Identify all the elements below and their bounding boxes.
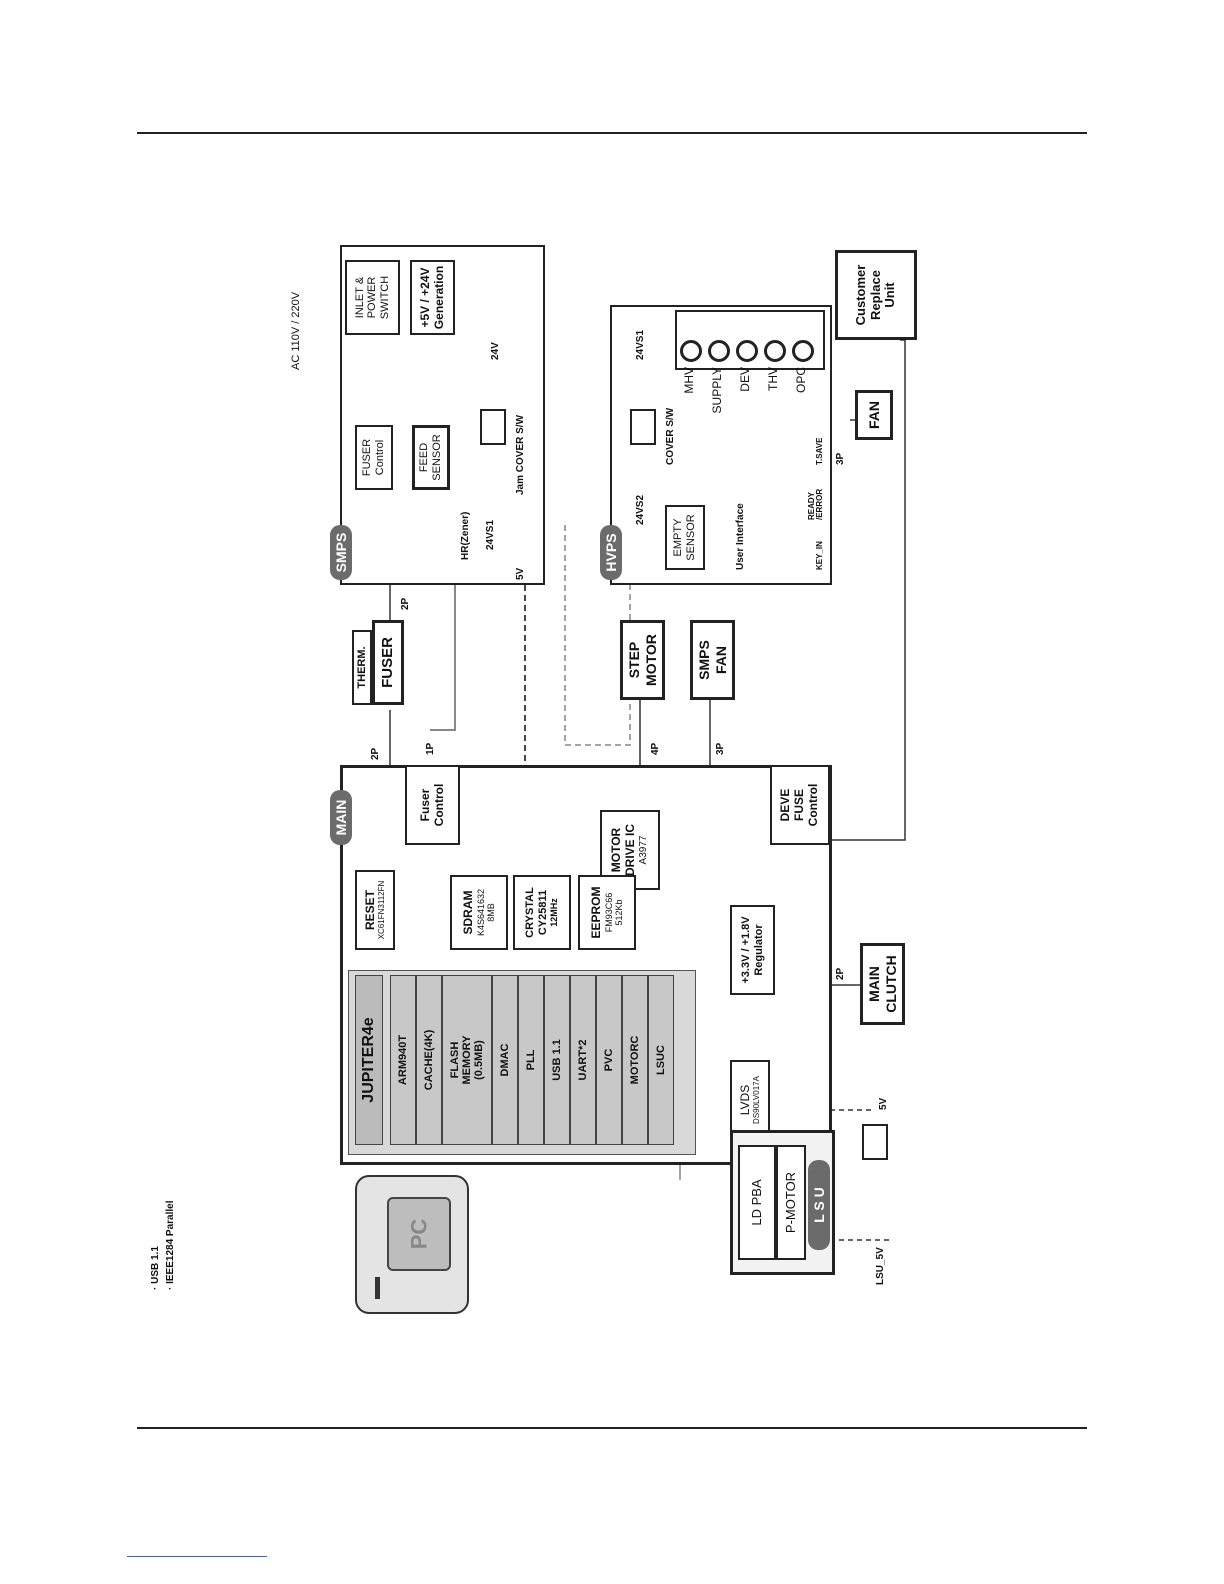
- crystal-box: CRYSTAL CY25811 12MHz: [513, 875, 571, 950]
- ac-input-label: AC 110V / 220V: [290, 291, 302, 370]
- main-tag: MAIN: [330, 790, 352, 845]
- fan-box: FAN: [855, 390, 893, 440]
- hvps-tag: HVPS: [600, 525, 622, 580]
- lvds-box: LVDS DS90LV017A: [730, 1060, 770, 1140]
- fan-pins: 3P: [835, 452, 846, 465]
- hr-zener-label: HR(Zener): [460, 511, 471, 560]
- lvds-part: DS90LV017A: [752, 1076, 762, 1124]
- pc-drive-slot: [375, 1277, 380, 1299]
- main-clutch-box: MAIN CLUTCH: [860, 943, 905, 1025]
- main-5v-out: 5V: [878, 1097, 889, 1110]
- hvps-output-label: OPC: [794, 367, 808, 394]
- smps-24v: 24V: [490, 342, 501, 360]
- lsu-5v-label: LSU_5V: [875, 1247, 886, 1285]
- sdram-box: SDRAM K4S641632 8MB: [450, 875, 508, 950]
- soc-block: PLL: [518, 975, 544, 1145]
- ld-pba-box: LD PBA: [738, 1145, 776, 1260]
- smps-fan-box: SMPS FAN: [690, 620, 735, 700]
- pc-monitor-screen: PC: [387, 1197, 451, 1271]
- deve-fuse-control: DEVE FUSE Control: [770, 765, 830, 845]
- pc-computer: PC: [355, 1175, 469, 1314]
- motor-drive-part: A3977: [638, 835, 650, 865]
- step-motor-pins: 4P: [650, 742, 661, 755]
- smps-inlet-switch: INLET & POWER SWITCH: [345, 260, 400, 335]
- soc-block: UART*2: [570, 975, 596, 1145]
- fuser-2p: 2P: [400, 597, 411, 610]
- soc-block: CACHE(4K): [416, 975, 442, 1145]
- smps-24vs1: 24VS1: [485, 519, 496, 550]
- smps-5v: 5V: [515, 567, 526, 580]
- sdram-part: K4S641632 8MB: [475, 888, 496, 937]
- sdram-label: SDRAM: [460, 890, 475, 935]
- smps-fan-pins: 3P: [715, 742, 726, 755]
- fuser-ctrl-1p: 1P: [425, 742, 436, 755]
- footer-rule: [137, 1427, 1087, 1429]
- p-motor-box: P-MOTOR: [776, 1145, 806, 1260]
- header-rule: [137, 132, 1087, 134]
- hvps-terminal: [680, 340, 702, 362]
- step-motor-box: STEP MOTOR: [620, 620, 665, 700]
- lsu-tag: L S U: [808, 1160, 830, 1250]
- motor-drive-label: MOTOR DRIVE IC: [609, 824, 638, 877]
- hvps-terminal: [792, 340, 814, 362]
- hvps-24vs2: 24VS2: [635, 494, 646, 525]
- soc-block: DMAC: [492, 975, 518, 1145]
- footer-link-underline: [127, 1556, 267, 1557]
- reset-box: RESET XC61FN3112FN: [355, 870, 395, 950]
- soc-block: FLASH MEMORY (0.5MB): [442, 975, 492, 1145]
- regulator-box: +3.3V / +1.8V Regulator: [730, 905, 775, 995]
- eeprom-label: EEPROM: [588, 886, 603, 939]
- cru-box: Customer Replace Unit: [835, 250, 917, 340]
- key-in-label: KEY_IN: [815, 541, 824, 570]
- smps-fuser-control: FUSER Control: [355, 425, 393, 490]
- empty-sensor: EMPTY SENSOR: [665, 505, 705, 570]
- user-interface-label: User Interface: [735, 503, 746, 570]
- soc-block: USB 1.1: [544, 975, 570, 1145]
- hvps-cover-label: COVER S/W: [665, 407, 676, 465]
- hvps-24vs1: 24VS1: [635, 329, 646, 360]
- pc-label: PC: [406, 1218, 431, 1250]
- soc-block: MOTORC: [622, 975, 648, 1145]
- soc-block: LSUC: [648, 975, 674, 1145]
- soc-name: JUPITER4e: [355, 975, 383, 1145]
- soc-block: ARM940T: [390, 975, 416, 1145]
- eeprom-part: FM93C66 512Kb: [603, 892, 624, 933]
- soc-block: PVC: [596, 975, 622, 1145]
- hvps-terminal: [764, 340, 786, 362]
- therm-box: THERM.: [352, 630, 372, 705]
- pc-parallel-label: · IEEE1284 Parallel: [165, 1200, 176, 1290]
- pc-interface-labels: [470, 1175, 500, 1290]
- crystal-label: CRYSTAL CY25811: [524, 887, 549, 938]
- hvps-output-label: MHV: [682, 367, 696, 394]
- pc-usb-label: · USB 1.1: [150, 1246, 161, 1290]
- hvps-terminal: [736, 340, 758, 362]
- block-diagram: SMPS INLET & POWER SWITCH +5V / +24V Gen…: [150, 240, 940, 1320]
- reset-label: RESET: [362, 890, 377, 931]
- feed-sensor: FEED SENSOR: [412, 425, 450, 490]
- jam-cover-label: Jam COVER S/W: [515, 414, 526, 495]
- main-fuser-control: Fuser Control: [405, 765, 460, 845]
- hvps-cover-switch: [630, 409, 656, 445]
- jam-cover-switch: [480, 409, 506, 445]
- smps-tag: SMPS: [330, 525, 352, 580]
- fuser-box: FUSER: [372, 620, 404, 705]
- ready-error-label: READY /ERROR: [807, 488, 824, 520]
- smps-generation: +5V / +24V Generation: [410, 260, 455, 335]
- lsu-5v-switch: [862, 1124, 888, 1160]
- therm-2p: 2P: [370, 747, 381, 760]
- main-clutch-pins: 2P: [835, 967, 846, 980]
- hvps-output-label: SUPPLY: [710, 367, 724, 414]
- hvps-output-label: DEV: [738, 367, 752, 392]
- hvps-output-label: THV: [766, 367, 780, 391]
- eeprom-box: EEPROM FM93C66 512Kb: [578, 875, 636, 950]
- hvps-terminal: [708, 340, 730, 362]
- crystal-freq: 12MHz: [549, 898, 560, 927]
- reset-part: XC61FN3112FN: [377, 880, 387, 940]
- lvds-label: LVDS: [737, 1084, 752, 1116]
- t-save-label: T.SAVE: [815, 437, 824, 465]
